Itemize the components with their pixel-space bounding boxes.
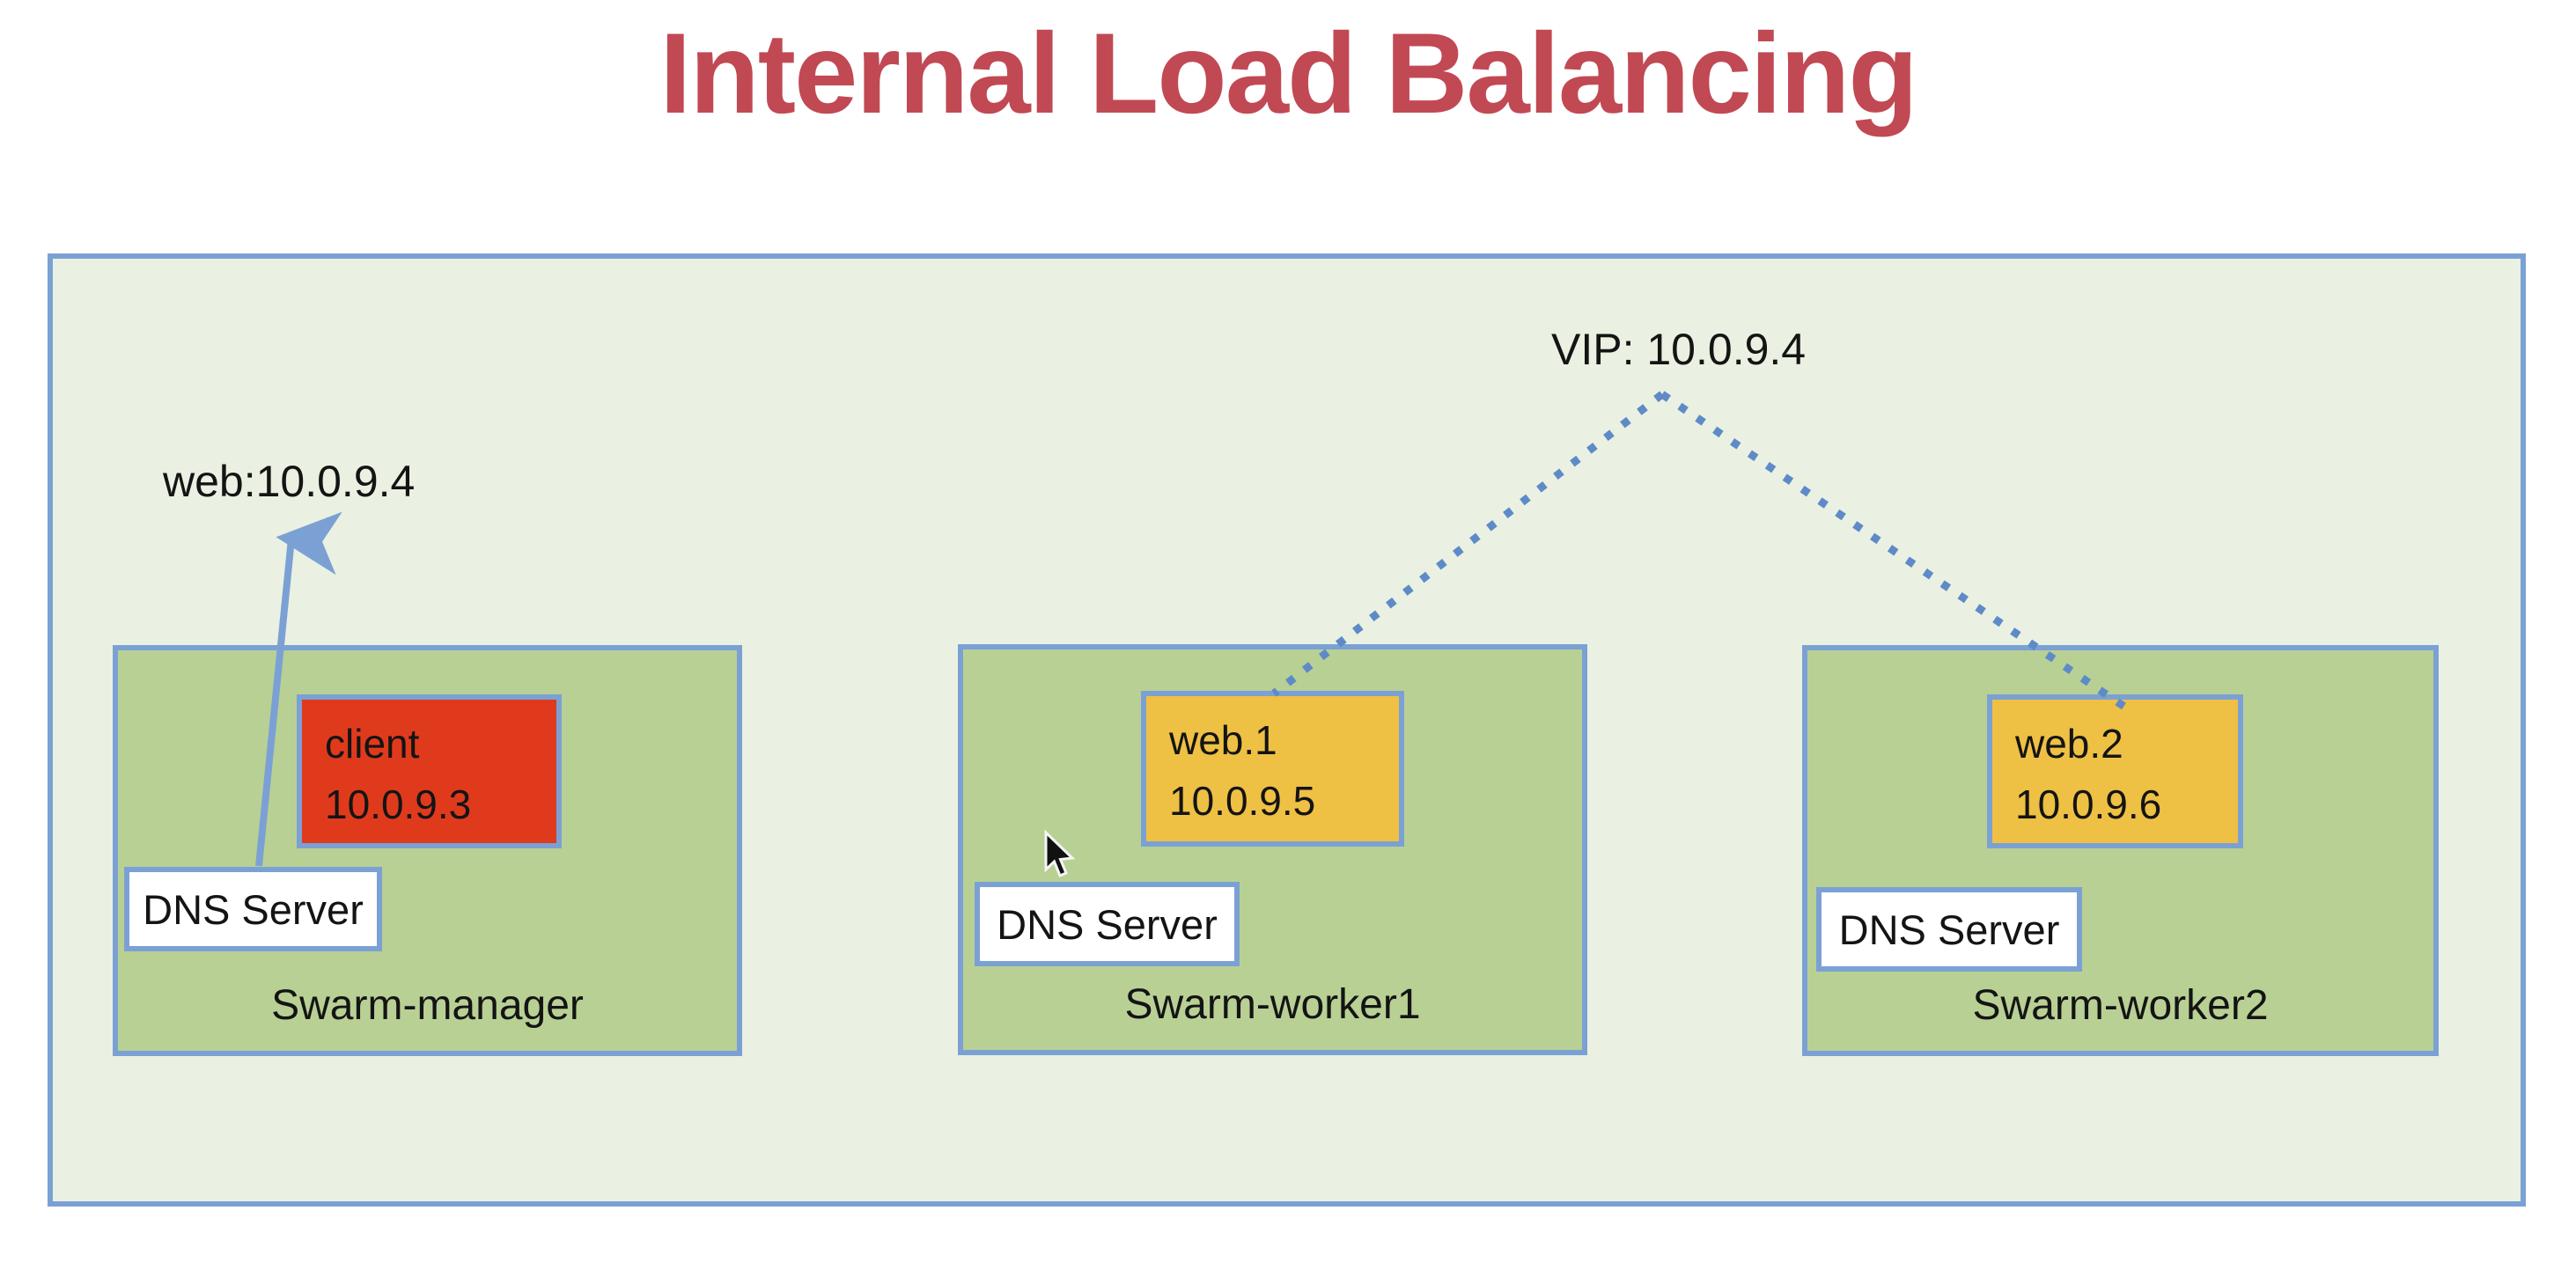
service-box-web1: web.1 10.0.9.5 — [1141, 691, 1404, 847]
service-ip: 10.0.9.5 — [1169, 778, 1316, 824]
node-label: Swarm-worker2 — [1972, 982, 2269, 1029]
node-label: Swarm-manager — [271, 982, 584, 1029]
service-ip: 10.0.9.6 — [2015, 781, 2162, 827]
node-label: Swarm-worker1 — [1124, 981, 1421, 1028]
service-name: client — [325, 721, 420, 767]
dns-result-label: web:10.0.9.4 — [163, 457, 416, 506]
dns-server-label: DNS Server — [1838, 906, 2060, 953]
vip-label: VIP: 10.0.9.4 — [1551, 325, 1807, 374]
service-name: web.2 — [2015, 721, 2123, 767]
page-title: Internal Load Balancing — [659, 9, 1918, 137]
dns-server-box-worker1: DNS Server — [975, 882, 1240, 966]
service-box-web2: web.2 10.0.9.6 — [1987, 694, 2243, 848]
service-name: web.1 — [1169, 717, 1277, 763]
dns-server-label: DNS Server — [997, 900, 1218, 948]
service-box-client: client 10.0.9.3 — [297, 694, 562, 848]
dns-server-box-manager: DNS Server — [124, 867, 382, 951]
service-ip: 10.0.9.3 — [325, 781, 472, 827]
dns-server-box-worker2: DNS Server — [1816, 887, 2082, 972]
dns-server-label: DNS Server — [143, 885, 364, 933]
